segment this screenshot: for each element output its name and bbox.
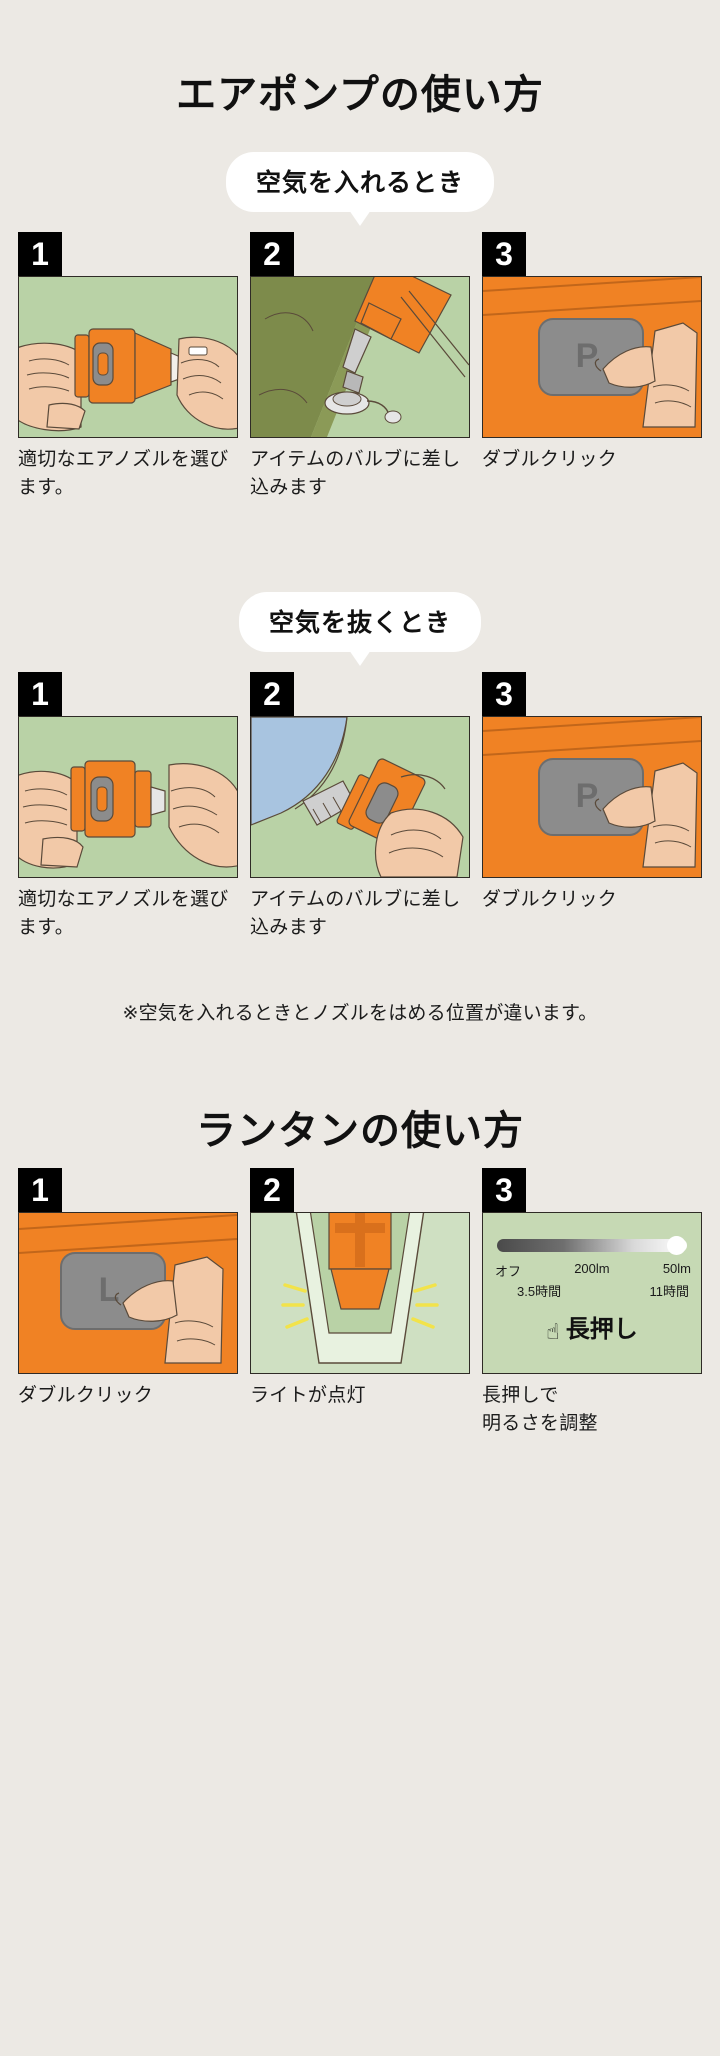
- step-caption: ダブルクリック: [18, 1385, 154, 1406]
- step-card: 2: [250, 232, 470, 501]
- step-card: 1: [18, 232, 238, 501]
- long-press-label: 長押し: [565, 1316, 638, 1343]
- badge-inflate: 空気を入れるとき: [225, 152, 494, 226]
- hand-press-icon: ☝: [546, 1319, 560, 1344]
- badge-deflate-wrap: 空気を抜くとき: [0, 592, 720, 666]
- step-number-badge: 1: [18, 672, 62, 716]
- lantern-button-label: L: [99, 1271, 120, 1309]
- step-number-badge: 2: [250, 672, 294, 716]
- brightness-slider-track[interactable]: [497, 1239, 687, 1252]
- step-number-badge: 3: [482, 672, 526, 716]
- step-card: 3 P ダブルクリック: [482, 232, 702, 501]
- step-number-badge: 3: [482, 232, 526, 276]
- step-caption-line1: 長押しで: [482, 1385, 559, 1406]
- steps-row-lantern: 1 L ダブルクリック: [18, 1168, 702, 1437]
- step-card: 3 オフ 200lm 50lm 3.5時間 11時間 ☝長押し: [482, 1168, 702, 1437]
- step-illustration-pump-inserted-into-valve: [250, 276, 470, 438]
- slider-label-50lm: 50lm: [662, 1261, 691, 1276]
- slider-time-3-5h: 3.5時間: [517, 1284, 562, 1299]
- slider-label-200lm: 200lm: [574, 1261, 610, 1276]
- light-rays-icon: [281, 1283, 439, 1329]
- step-number-badge: 3: [482, 1168, 526, 1212]
- step-number-badge: 1: [18, 232, 62, 276]
- step-illustration-finger-pressing-p-button: P: [482, 276, 702, 438]
- step-card: 3 P ダブルクリック: [482, 672, 702, 941]
- step-caption: アイテムのバルブに差し込みます: [250, 889, 461, 938]
- step-number-badge: 1: [18, 1168, 62, 1212]
- page-title-air-pump: エアポンプの使い方: [176, 73, 544, 117]
- step-card: 2: [250, 1168, 470, 1437]
- page-title-lantern: ランタンの使い方: [196, 1109, 524, 1153]
- badge-deflate: 空気を抜くとき: [238, 592, 481, 666]
- pump-button-label: P: [576, 777, 599, 815]
- pump-button-label: P: [576, 337, 599, 375]
- step-number-badge: 2: [250, 1168, 294, 1212]
- step-illustration-finger-pressing-p-button: P: [482, 716, 702, 878]
- slider-label-off: オフ: [495, 1264, 522, 1279]
- step-caption: ダブルクリック: [482, 889, 618, 910]
- step-illustration-hand-holding-pump-nozzle: [18, 276, 238, 438]
- long-press-hint: ☝長押し: [483, 1309, 701, 1345]
- step-caption: アイテムのバルブに差し込みます: [250, 449, 461, 498]
- step-caption: 長押しで 明るさを調整: [482, 1382, 702, 1437]
- note-text: ※空気を入れるときとノズルをはめる位置が違います。: [122, 1003, 598, 1024]
- step-illustration-brightness-slider: オフ 200lm 50lm 3.5時間 11時間 ☝長押し: [482, 1212, 702, 1374]
- step-card: 1 L ダブルクリック: [18, 1168, 238, 1437]
- step-caption-line2: 明るさを調整: [482, 1412, 598, 1434]
- step-caption: 適切なエアノズルを選びます。: [18, 449, 229, 498]
- brightness-slider-knob[interactable]: [667, 1236, 686, 1255]
- step-card: 1: [18, 672, 238, 941]
- step-card: 2: [250, 672, 470, 941]
- steps-row-inflate: 1: [18, 232, 702, 501]
- step-caption: ライトが点灯: [250, 1385, 366, 1406]
- slider-time-11h: 11時間: [649, 1284, 690, 1299]
- slider-mode-labels: オフ 200lm 50lm: [495, 1261, 691, 1280]
- step-caption: 適切なエアノズルを選びます。: [18, 889, 229, 938]
- step-illustration-finger-pressing-l-button: L: [18, 1212, 238, 1374]
- step-number-badge: 2: [250, 232, 294, 276]
- badge-inflate-wrap: 空気を入れるとき: [0, 152, 720, 226]
- step-illustration-lantern-lit: [250, 1212, 470, 1374]
- step-caption: ダブルクリック: [482, 449, 618, 470]
- step-illustration-pump-on-deflate-port: [250, 716, 470, 878]
- steps-row-deflate: 1: [18, 672, 702, 941]
- step-illustration-hand-attaching-nozzle: [18, 716, 238, 878]
- slider-time-labels: 3.5時間 11時間: [517, 1281, 689, 1300]
